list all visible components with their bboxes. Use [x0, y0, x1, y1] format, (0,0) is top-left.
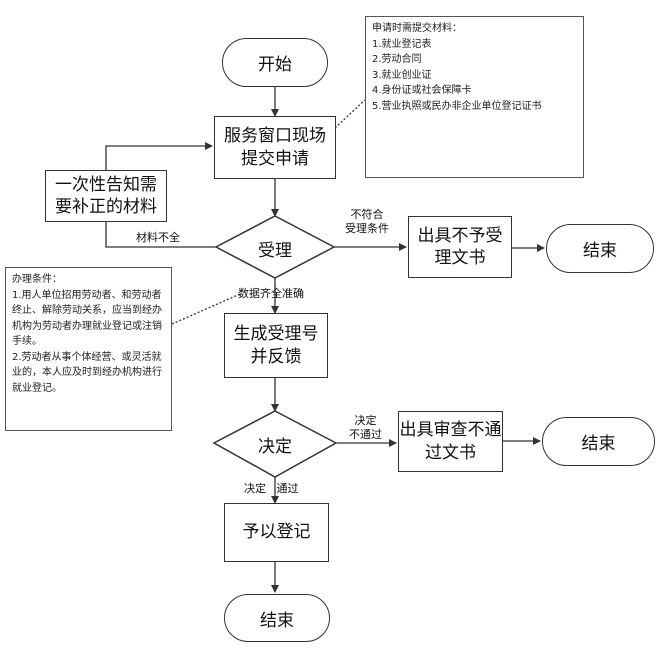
edge-label-not-meet-line2: 受理条件 [345, 222, 389, 236]
conditions-note-title: 办理条件： [12, 274, 62, 285]
arrow-incomplete-loop [105, 222, 218, 248]
end-label-mid-right: 结束 [581, 434, 616, 454]
reject-label-line2: 理文书 [434, 248, 486, 268]
reject-document-box: 出具不予受 理文书 [408, 216, 512, 278]
materials-note-title: 申请时需提交材料： [372, 23, 462, 34]
review-fail-label-line1: 出具审查不通 [399, 420, 502, 441]
reject-label-line1: 出具不予受 [417, 225, 503, 246]
end-terminal-mid-right: 结束 [542, 417, 655, 466]
materials-note-item: 3.就业创业证 [372, 69, 432, 81]
generate-label-line1: 生成受理号 [233, 324, 319, 345]
materials-note-item: 5.营业执照或民办非企业单位登记证书 [372, 100, 542, 112]
end-label-top-right: 结束 [583, 241, 617, 261]
edge-label-incomplete: 材料不全 [136, 231, 180, 244]
materials-note-item: 2.劳动合同 [372, 54, 422, 65]
leader-materials-note [334, 99, 366, 129]
edge-label-decision-fail: 决定 不通过 [349, 414, 382, 443]
conditions-note: 办理条件： 1.用人单位招用劳动者、和劳动者终止、解除劳动关系，应当到经办机构为… [5, 267, 172, 431]
edge-label-not-meet: 不符合 受理条件 [345, 208, 389, 237]
start-label: 开始 [258, 55, 292, 75]
submit-label-line2: 提交申请 [241, 148, 309, 169]
one-time-notice-box: 一次性告知需 要补正的材料 [45, 170, 167, 222]
start-terminal: 开始 [222, 38, 328, 87]
arrow-notice-to-submit [105, 142, 213, 170]
submit-label-line1: 服务窗口现场 [224, 126, 326, 147]
end-terminal-top-right: 结束 [546, 224, 654, 273]
generate-number-box: 生成受理号 并反馈 [224, 313, 328, 378]
notice-label-line1: 一次性告知需 [55, 174, 157, 195]
generate-label-line2: 并反馈 [250, 346, 302, 367]
register-label: 予以登记 [242, 522, 311, 543]
conditions-note-item: 2.劳动者从事个体经营、或灵活就业的，本人应及时到经办机构进行就业登记。 [12, 351, 162, 394]
leader-conditions-note [171, 293, 241, 325]
notice-label-line2: 要补正的材料 [55, 197, 157, 217]
edge-label-decision-fail-line2: 不通过 [349, 428, 382, 442]
edge-label-complete: 数据齐全准确 [238, 287, 304, 300]
end-terminal-bottom: 结束 [224, 594, 330, 642]
decide-diamond [212, 410, 338, 478]
review-fail-label-line2: 过文书 [425, 442, 476, 463]
edge-label-not-meet-line1: 不符合 [350, 208, 384, 221]
accept-decision-diamond [214, 215, 336, 279]
review-fail-document-box: 出具审查不通 过文书 [398, 411, 503, 472]
submit-application-box: 服务窗口现场 提交申请 [214, 116, 336, 179]
decide-label: 决定 [258, 437, 292, 457]
register-box: 予以登记 [224, 503, 329, 562]
conditions-note-item: 1.用人单位招用劳动者、和劳动者终止、解除劳动关系，应当到经办机构为劳动者办理就… [12, 289, 162, 348]
end-label-bottom: 结束 [260, 610, 294, 631]
accept-decision-label: 受理 [258, 241, 292, 261]
materials-note: 申请时需提交材料： 1.就业登记表 2.劳动合同 3.就业创业证 4.身份证或社… [365, 16, 584, 178]
edge-label-decision-fail-line1: 决定 [354, 414, 377, 427]
edge-label-decision-pass: 决定 通过 [244, 482, 299, 495]
materials-note-item: 1.就业登记表 [372, 38, 432, 50]
materials-note-item: 4.身份证或社会保障卡 [372, 85, 472, 96]
